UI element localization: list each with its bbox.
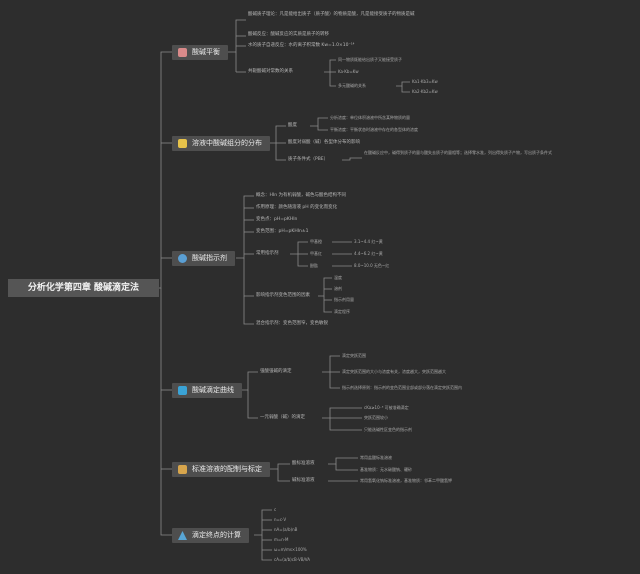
leaf-node: 酚酞 bbox=[310, 263, 318, 268]
leaf-node: 酸碱反应：酸碱反应的实质是质子的转移 bbox=[248, 32, 329, 37]
leaf-node: 分析浓度：单位体积溶液中所含某种物质的量 bbox=[330, 115, 410, 120]
leaf-node: 作用原理：颜色随溶液 pH 的变化而变化 bbox=[256, 205, 338, 210]
leaf-node: n=c·V bbox=[274, 517, 287, 522]
leaf-node: 滴定程序 bbox=[334, 309, 350, 314]
leaf-node: 变色范围：pH=pKHIn±1 bbox=[256, 229, 309, 234]
leaf-node: 滴定突跃范围的大小与浓度有关，浓度越大，突跃范围越大 bbox=[342, 369, 446, 374]
box-icon bbox=[178, 465, 187, 474]
branch-acid-base-equilibrium[interactable]: 酸碱平衡 bbox=[172, 45, 228, 60]
leaf-node: 水的质子自递反应：水的离子积常数 Kw=1.0×10⁻¹⁴ bbox=[248, 43, 355, 48]
leaf-node: 常用指示剂 bbox=[256, 251, 279, 256]
leaf-node: 共轭酸碱对常数的关系 bbox=[248, 69, 293, 74]
leaf-node: 同一物质既能给出质子又能接受质子 bbox=[338, 57, 402, 62]
leaf-node: 温度 bbox=[334, 275, 342, 280]
leaf-node: 指示剂用量 bbox=[334, 297, 354, 302]
leaf-node: Ka1·Kb3=Kw bbox=[412, 79, 438, 84]
root-node[interactable]: 分析化学第四章 酸碱滴定法 bbox=[8, 279, 159, 297]
leaf-node: cKa≥10⁻⁸ 可被准确滴定 bbox=[364, 405, 409, 410]
leaf-node: 突跃范围较小 bbox=[364, 415, 388, 420]
leaf-node: m=n·M bbox=[274, 537, 289, 542]
leaf-node: 在酸碱反应中，碱得到质子的量与酸失去质子的量相等；选择零水准，列出得失质子产物，… bbox=[364, 150, 552, 155]
badge-icon bbox=[178, 139, 187, 148]
flower-icon bbox=[178, 48, 187, 57]
branch-indicators[interactable]: 酸碱指示剂 bbox=[172, 251, 235, 266]
branch-standard-solution[interactable]: 标准溶液的配制与标定 bbox=[172, 462, 270, 477]
leaf-node: 常用氢氧化钠标准溶液，基准物质：邻苯二甲酸氢钾 bbox=[360, 478, 452, 483]
leaf-node: nA=(a/b)nB bbox=[274, 527, 298, 532]
globe-icon bbox=[178, 254, 187, 263]
leaf-node: 4.4~6.2 红~黄 bbox=[354, 251, 383, 256]
leaf-node: 一元弱酸（碱）的滴定 bbox=[260, 415, 305, 420]
leaf-node: 酸碱质子理论：凡是能给出质子（质子酸）的物质是酸，凡是能接受质子的物质是碱 bbox=[248, 12, 415, 17]
leaf-node: 酸标准溶液 bbox=[292, 461, 315, 466]
leaf-node: 质子条件式（PBE） bbox=[288, 157, 329, 162]
branch-distribution[interactable]: 溶液中酸碱组分的分布 bbox=[172, 136, 270, 151]
leaf-node: 常用盐酸标准溶液 bbox=[360, 455, 392, 460]
leaf-node: 概念：HIn 为有机弱酸，碱色与酸色结构不同 bbox=[256, 193, 346, 198]
leaf-node: 甲基橙 bbox=[310, 239, 322, 244]
leaf-node: 酸度对弱酸（碱）各型体分布的影响 bbox=[288, 140, 360, 145]
leaf-node: 8.0~10.0 无色~红 bbox=[354, 263, 390, 268]
book-icon bbox=[178, 386, 187, 395]
leaf-node: 酸度 bbox=[288, 123, 297, 128]
leaf-node: 变色点：pH=pKHIn bbox=[256, 217, 298, 222]
leaf-node: 溶剂 bbox=[334, 286, 342, 291]
leaf-node: 多元酸碱的关系 bbox=[338, 83, 366, 88]
branch-titration-curve[interactable]: 酸碱滴定曲线 bbox=[172, 383, 242, 398]
leaf-node: 碱标准溶液 bbox=[292, 478, 315, 483]
leaf-node: 3.1~4.4 红~黄 bbox=[354, 239, 383, 244]
leaf-node: 基准物质：无水碳酸钠、硼砂 bbox=[360, 467, 412, 472]
triangle-icon bbox=[178, 531, 187, 540]
leaf-node: 影响指示剂变色范围的因素 bbox=[256, 293, 310, 298]
leaf-node: 混合指示剂：变色范围窄，变色敏锐 bbox=[256, 321, 328, 326]
branch-calculation[interactable]: 滴定终点的计算 bbox=[172, 528, 249, 543]
leaf-node: 只能选碱性区变色的指示剂 bbox=[364, 427, 412, 432]
leaf-node: 强酸强碱的滴定 bbox=[260, 369, 292, 374]
leaf-node: 指示剂选择原则：指示剂的变色范围全部或部分落在滴定突跃范围内 bbox=[342, 385, 462, 390]
leaf-node: 甲基红 bbox=[310, 251, 322, 256]
leaf-node: Ka2·Kb2=Kw bbox=[412, 89, 438, 94]
root-title: 分析化学第四章 酸碱滴定法 bbox=[27, 282, 140, 293]
leaf-node: Ka·Kb=Kw bbox=[338, 69, 359, 74]
leaf-node: cA=(a/b)cB·VB/VA bbox=[274, 557, 311, 562]
leaf-node: 平衡浓度：平衡状态时溶液中存在的各型体的浓度 bbox=[330, 127, 418, 132]
leaf-node: c bbox=[274, 507, 277, 512]
leaf-node: ω=m/ms×100% bbox=[274, 547, 307, 552]
leaf-node: 滴定突跃范围 bbox=[342, 353, 366, 358]
